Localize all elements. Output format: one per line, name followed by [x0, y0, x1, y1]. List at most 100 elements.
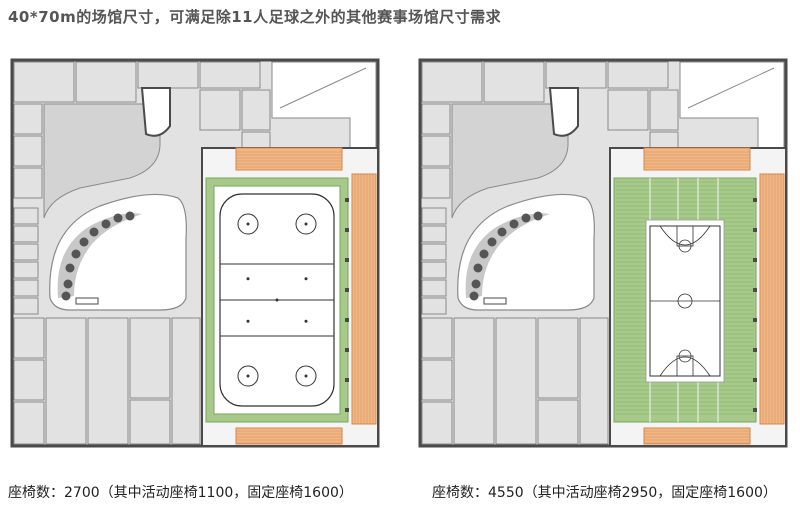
- faceoff-dot: [246, 222, 250, 226]
- room: [495, 317, 537, 445]
- seat-count-caption-right: 座椅数：4550（其中活动座椅2950，固定座椅1600）: [432, 485, 777, 501]
- room: [421, 135, 451, 167]
- tree-icon: [487, 237, 497, 247]
- tree-icon: [497, 227, 507, 237]
- room: [13, 103, 43, 135]
- room: [13, 401, 45, 445]
- tree-icon: [63, 279, 73, 289]
- column: [753, 258, 757, 262]
- atrium: [49, 193, 187, 311]
- tree-icon: [533, 211, 543, 221]
- center-circle: [677, 293, 693, 309]
- room: [13, 207, 39, 225]
- tree-icon: [471, 279, 481, 289]
- column: [345, 228, 349, 232]
- room: [421, 297, 447, 315]
- tree-icon: [473, 263, 483, 273]
- tree-icon: [509, 219, 519, 229]
- column: [753, 288, 757, 292]
- room: [453, 317, 495, 445]
- faceoff-circle: [237, 365, 259, 387]
- room: [171, 317, 201, 445]
- page-title: 40*70m的场馆尺寸，可满足除11人足球之外的其他赛事场馆尺寸需求: [8, 8, 502, 26]
- column: [345, 288, 349, 292]
- column: [753, 228, 757, 232]
- tree-icon: [479, 249, 489, 259]
- room: [421, 167, 451, 199]
- room: [137, 61, 199, 89]
- room: [13, 279, 39, 297]
- room: [537, 399, 579, 445]
- seat-count-caption-left: 座椅数：2700（其中活动座椅1100，固定座椅1600）: [8, 485, 353, 501]
- terrace-line: [279, 67, 367, 109]
- tree-icon: [79, 237, 89, 247]
- room: [421, 279, 447, 297]
- stair: [75, 297, 99, 305]
- room: [607, 89, 649, 131]
- tree-icon: [101, 219, 111, 229]
- tree-icon: [113, 213, 123, 223]
- room: [579, 317, 609, 445]
- terrace-line: [687, 67, 775, 109]
- atrium: [457, 193, 595, 311]
- room: [199, 61, 261, 89]
- floor-plan-basketball: [418, 58, 788, 448]
- faceoff-dot: [304, 374, 308, 378]
- free-throw-circle: [678, 349, 692, 363]
- faceoff-dot: [246, 277, 250, 281]
- room: [13, 317, 45, 359]
- paint-area: [676, 355, 694, 377]
- corridor: [451, 103, 569, 219]
- column: [345, 348, 349, 352]
- room: [241, 89, 271, 131]
- room: [421, 61, 483, 103]
- paint-area: [676, 225, 694, 247]
- fixed-seating-south: [235, 427, 343, 445]
- column: [753, 318, 757, 322]
- column: [345, 318, 349, 322]
- room: [421, 261, 447, 279]
- room: [13, 359, 45, 401]
- fixed-seating-north: [235, 147, 343, 171]
- room: [13, 225, 39, 243]
- room: [13, 167, 43, 199]
- stair: [483, 297, 507, 305]
- column: [345, 408, 349, 412]
- faceoff-dot: [304, 222, 308, 226]
- tree-icon: [469, 291, 479, 301]
- room: [421, 225, 447, 243]
- room: [13, 243, 39, 261]
- room: [13, 135, 43, 167]
- room: [45, 317, 87, 445]
- faceoff-circle: [295, 365, 317, 387]
- room: [483, 61, 545, 103]
- column: [753, 348, 757, 352]
- column: [753, 408, 757, 412]
- room: [87, 317, 129, 445]
- tree-icon: [65, 263, 75, 273]
- three-point-arc: [659, 356, 711, 377]
- three-point-arc: [659, 225, 711, 246]
- room: [537, 317, 579, 399]
- free-throw-circle: [678, 239, 692, 253]
- faceoff-dot: [246, 374, 250, 378]
- room: [421, 103, 451, 135]
- faceoff-circle: [295, 213, 317, 235]
- faceoff-dot: [246, 319, 250, 323]
- tree-icon: [89, 227, 99, 237]
- light-well: [548, 87, 579, 137]
- column: [753, 378, 757, 382]
- faceoff-dot: [275, 298, 279, 302]
- room: [545, 61, 607, 89]
- faceoff-circle: [237, 213, 259, 235]
- fixed-seating-south: [643, 427, 751, 445]
- room: [421, 207, 447, 225]
- room: [421, 401, 453, 445]
- column: [753, 198, 757, 202]
- room: [649, 89, 679, 131]
- room: [129, 317, 171, 399]
- corridor: [43, 103, 161, 219]
- room: [199, 89, 241, 131]
- column: [345, 378, 349, 382]
- room: [13, 297, 39, 315]
